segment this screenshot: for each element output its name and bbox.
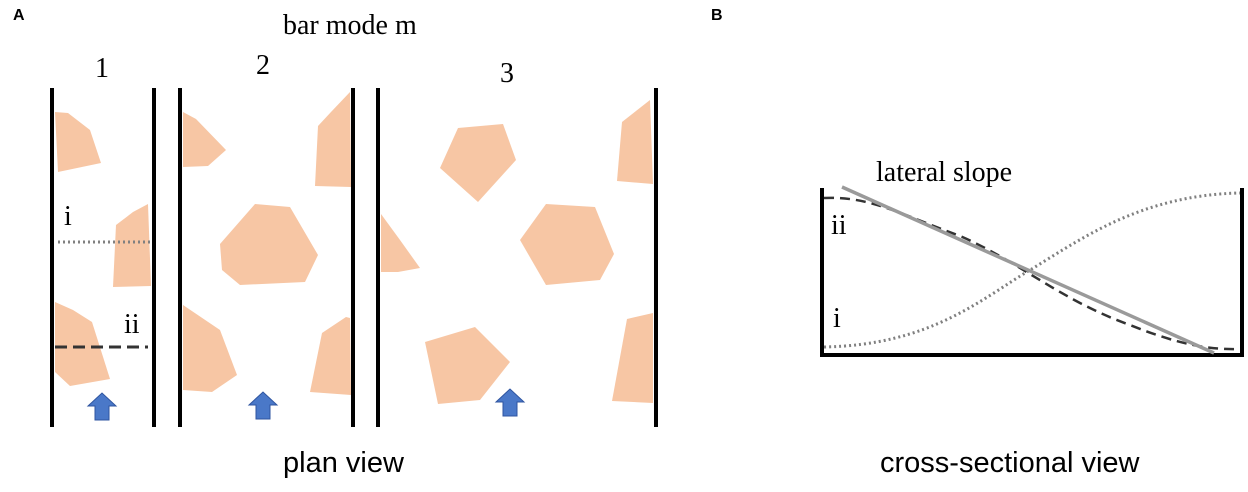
bar-c2-bottom-right: [310, 317, 351, 395]
bar-c1-top-left: [55, 112, 101, 172]
section-ii-label: ii: [124, 309, 140, 340]
flow-arrow-icon: [247, 391, 279, 420]
plan-view-caption: plan view: [283, 447, 404, 479]
bar-c3-top-right: [617, 100, 653, 184]
bars: [55, 92, 653, 404]
bar-c2-top-right: [315, 92, 351, 187]
bar-c3-bottom-center: [425, 327, 510, 404]
channel-1-label: 1: [95, 53, 109, 84]
bar-c1-mid-right: [113, 204, 151, 287]
channel-2-label: 2: [256, 50, 270, 81]
lateral-slope-label: lateral slope: [876, 157, 1013, 188]
bar-c2-top-left: [183, 112, 226, 167]
flow-arrows: [86, 388, 526, 421]
cross-section-box: [820, 188, 1244, 357]
panel-a-letter: A: [13, 7, 25, 24]
profile-i-label: i: [833, 303, 841, 334]
bar-c3-top-center: [440, 124, 516, 202]
bar-c3-mid-left: [381, 214, 420, 272]
channel-3-label: 3: [500, 58, 514, 89]
profile-ii-label: ii: [831, 210, 847, 241]
bar-c2-bottom-left: [183, 305, 237, 392]
bar-c3-center: [520, 204, 614, 285]
flow-arrow-icon: [494, 388, 526, 417]
cross-sectional-view-caption: cross-sectional view: [880, 447, 1140, 479]
lateral-slope-line: [841, 185, 1215, 355]
panel-b-letter: B: [711, 7, 723, 24]
bar-c3-bottom-right: [612, 313, 653, 403]
bar-c2-center: [220, 204, 318, 285]
bar-c1-bottom-left: [55, 302, 110, 386]
panel-a-title: bar mode m: [283, 10, 417, 41]
profile-i-dotted-curve: [823, 191, 1241, 349]
section-i-label: i: [64, 201, 72, 232]
profile-ii-dashed-curve: [823, 196, 1241, 351]
flow-arrow-icon: [86, 392, 118, 421]
channel-walls: [50, 88, 658, 427]
